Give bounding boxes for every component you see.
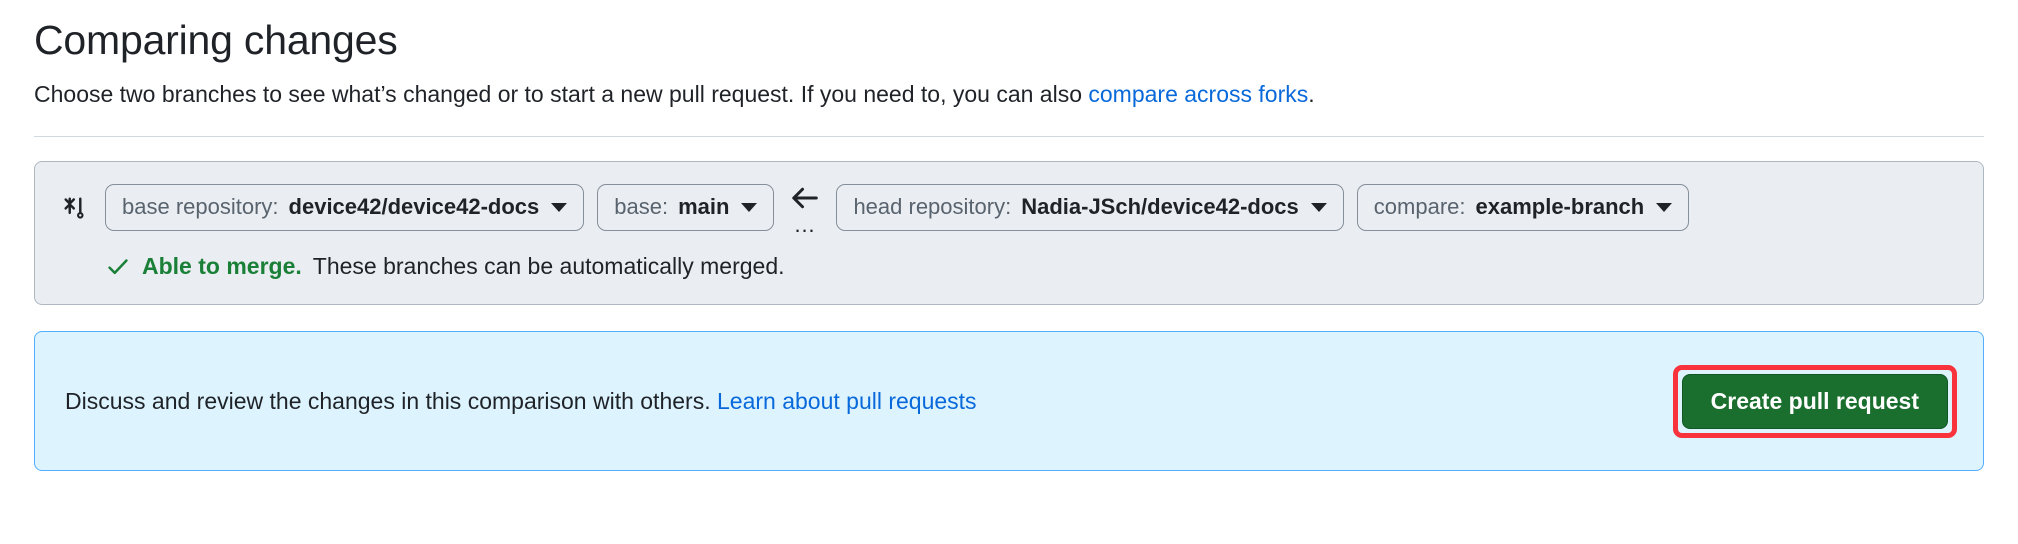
pull-request-banner-text: Discuss and review the changes in this c…: [65, 388, 977, 415]
header-divider: [34, 136, 1984, 138]
base-repository-select[interactable]: base repository: device42/device42-docs: [105, 184, 585, 232]
compare-branch-label: compare:: [1373, 194, 1466, 220]
check-icon: [105, 254, 131, 280]
merge-status-detail: These branches can be automatically merg…: [312, 253, 785, 280]
chevron-down-icon: [741, 202, 758, 212]
base-branch-value: main: [678, 194, 730, 220]
banner-description: Discuss and review the changes in this c…: [65, 387, 711, 414]
head-repository-label: head repository:: [853, 194, 1012, 220]
page-subtitle: Choose two branches to see what’s change…: [34, 61, 1984, 110]
page-title: Comparing changes: [34, 17, 398, 63]
learn-about-pull-requests-link[interactable]: Learn about pull requests: [716, 387, 977, 414]
branch-selector-row: base repository: device42/device42-docs …: [61, 184, 1957, 238]
base-repository-label: base repository:: [122, 194, 279, 220]
compare-direction-indicator: …: [787, 186, 823, 238]
git-compare-icon: [61, 194, 89, 222]
create-pull-request-button[interactable]: Create pull request: [1681, 373, 1948, 430]
pull-request-banner: Discuss and review the changes in this c…: [34, 331, 1984, 472]
base-branch-label: base:: [614, 194, 669, 220]
base-branch-select[interactable]: base: main: [597, 184, 775, 232]
head-repository-select[interactable]: head repository: Nadia-JSch/device42-doc…: [836, 184, 1344, 232]
merge-status-headline: Able to merge.: [142, 253, 302, 280]
subtitle-text-trailing: .: [1308, 81, 1315, 107]
compare-branch-value: example-branch: [1475, 194, 1645, 220]
arrow-left-icon: [790, 186, 820, 215]
branch-compare-panel: base repository: device42/device42-docs …: [34, 161, 1984, 306]
compare-across-forks-link[interactable]: compare across forks: [1088, 81, 1309, 107]
compare-direction-dots: …: [793, 212, 818, 238]
chevron-down-icon: [1310, 202, 1327, 212]
chevron-down-icon: [551, 202, 568, 212]
subtitle-text-leading: Choose two branches to see what’s change…: [34, 81, 1089, 107]
merge-status: Able to merge. These branches can be aut…: [105, 253, 1957, 280]
compare-branch-select[interactable]: compare: example-branch: [1356, 184, 1690, 232]
chevron-down-icon: [1656, 202, 1673, 212]
create-pull-request-highlight: Create pull request: [1672, 364, 1957, 439]
base-repository-value: device42/device42-docs: [288, 194, 540, 220]
head-repository-value: Nadia-JSch/device42-docs: [1021, 194, 1299, 220]
